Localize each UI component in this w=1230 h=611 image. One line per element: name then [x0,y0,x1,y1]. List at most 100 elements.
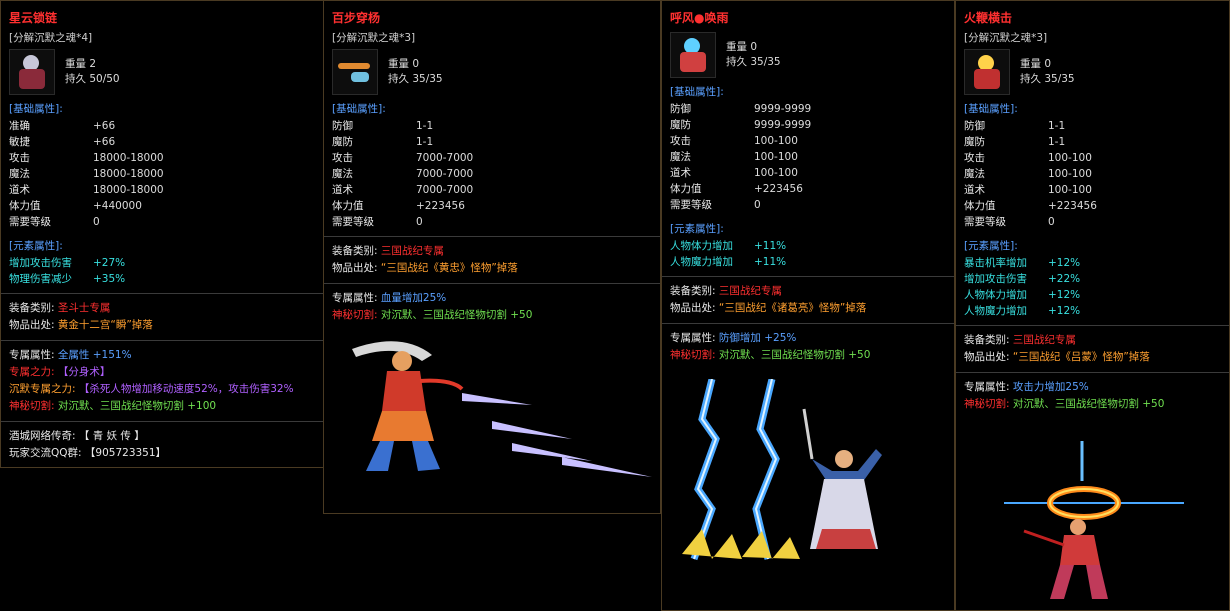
divider [324,236,660,237]
item-name: 呼风●唤雨 [670,11,729,25]
attr-key: 魔防 [670,119,691,131]
attr-val: 0 [416,216,423,228]
whip-shape [1023,529,1065,547]
attr-val: 100-100 [754,167,798,179]
weight-text: 重量 0 [388,58,420,70]
elem-key: 人物魔力增加 [964,305,1027,317]
equip-type-line: 装备类别: 三国战纪专属 [964,332,1221,349]
exclusive-value: +25% [764,332,797,344]
durability-text: 持久 50/50 [65,73,120,85]
drop-line: 物品出处: 黄金十二宫“瞬”掉落 [9,317,315,334]
weight-durability: 重量 0 持久 35/35 [726,40,781,70]
fire-whip-icon [964,49,1010,95]
attr-val: 100-100 [1048,152,1092,164]
equip-type-line: 装备类别: 三国战纪专属 [332,243,652,260]
attr-key: 攻击 [670,135,691,147]
attr-key: 需要等级 [670,199,712,211]
item-header: 重量 2 持久 50/50 [9,49,315,95]
elem-row: 人物体力增加+12% [964,287,1221,303]
silent-power-label: 沉默专属之力: [9,383,76,395]
attr-key: 魔法 [964,168,985,180]
attr-val: 0 [1048,216,1055,228]
elem-val: +12% [1048,257,1081,269]
elem-val: +35% [93,273,126,285]
attr-key: 体力值 [332,200,364,212]
attr-val: 1-1 [1048,136,1066,148]
cut-label: 神秘切割: [332,309,378,321]
attr-key: 道术 [964,184,985,196]
divider [1,293,323,294]
cut-value: +100 [187,400,217,412]
attr-row: 攻击 100-100 [964,150,1221,166]
drop-value: “三国战纪《诸葛亮》怪物”掉落 [718,302,867,314]
item-tooltip-xingyun: 星云锁链 [分解沉默之魂*4] 重量 2 持久 50/50 [基础属性]: 准确… [0,0,324,468]
cut-label: 神秘切割: [9,400,55,412]
elem-key: 暴击机率增加 [964,257,1027,269]
equip-type-label: 装备类别: [9,302,55,314]
warrior-left-leg [366,441,394,471]
drop-value: 黄金十二宫“瞬”掉落 [57,319,153,331]
cut-label: 神秘切割: [670,349,716,361]
arrow-trail-3 [512,443,592,461]
attr-val: 0 [93,216,100,228]
divider [662,276,954,277]
decompose-info: [分解沉默之魂*3] [964,32,1048,44]
cut-value: +50 [510,309,533,321]
exclusive-label: 专属属性: [670,332,716,344]
server-value: 【 青 妖 传 】 [78,430,145,442]
attr-key: 攻击 [964,152,985,164]
attr-val: +440000 [93,200,142,212]
warrior-head [392,351,412,371]
decompose-info: [分解沉默之魂*4] [9,32,93,44]
item-name: 火鞭横击 [964,11,1013,25]
attr-val: 7000-7000 [416,168,474,180]
attr-key: 魔防 [332,136,353,148]
equip-type-value: 三国战纪专属 [1012,334,1076,346]
elem-val: +12% [1048,289,1081,301]
server-line: 酒城网络传奇: 【 青 妖 传 】 [9,428,315,445]
exclusive-label: 专属属性: [332,292,378,304]
cut-line: 神秘切割: 对沉默、三国战纪怪物切割 +100 [9,398,315,415]
exclusive-value: +151% [92,349,132,361]
sorcerer-arms [812,449,882,483]
attr-key: 魔防 [964,136,985,148]
lightning-weapon-icon [670,32,716,78]
item-name: 星云锁链 [9,11,58,25]
drop-value: “三国战纪《吕蒙》怪物”掉落 [1012,351,1150,363]
attr-key: 攻击 [332,152,353,164]
silent-power-value: 【杀死人物增加移动速度52%，攻击伤害32% [78,383,294,395]
elem-attr-header: [元素属性]: [964,240,1018,252]
warrior-head [1070,519,1086,535]
power-line: 专属之力: 【分身术】 [9,364,315,381]
attr-row: 需要等级 0 [332,214,652,230]
exclusive-line: 专属属性: 全属性 +151% [9,347,315,364]
attr-val: +223456 [1048,200,1097,212]
cut-line: 神秘切割: 对沉默、三国战纪怪物切割 +50 [332,307,652,324]
sorcerer-robe-hem [816,529,876,549]
cut-text: 对沉默、三国战纪怪物切割 [57,400,184,412]
weight-text: 重量 2 [65,58,97,70]
attr-key: 准确 [9,120,30,132]
attr-key: 体力值 [670,183,702,195]
attr-key: 需要等级 [332,216,374,228]
base-attr-header: [基础属性]: [9,103,63,115]
attr-row: 准确+66 [9,118,315,134]
archer-warrior-illustration [352,341,652,477]
impact-spark-2 [742,531,800,559]
drop-value: “三国战纪《黄忠》怪物”掉落 [380,262,518,274]
attr-val: +223456 [754,183,803,195]
item-tooltip-huobian: 火鞭横击 [分解沉默之魂*3] 重量 0 持久 35/35 [基础属性]: 防御… [955,0,1230,611]
item-header: 重量 0 持久 35/35 [332,49,652,95]
arrow-trail-1 [462,393,532,405]
arrow-weapon-icon [332,49,378,95]
exclusive-label: 专属属性: [9,349,55,361]
